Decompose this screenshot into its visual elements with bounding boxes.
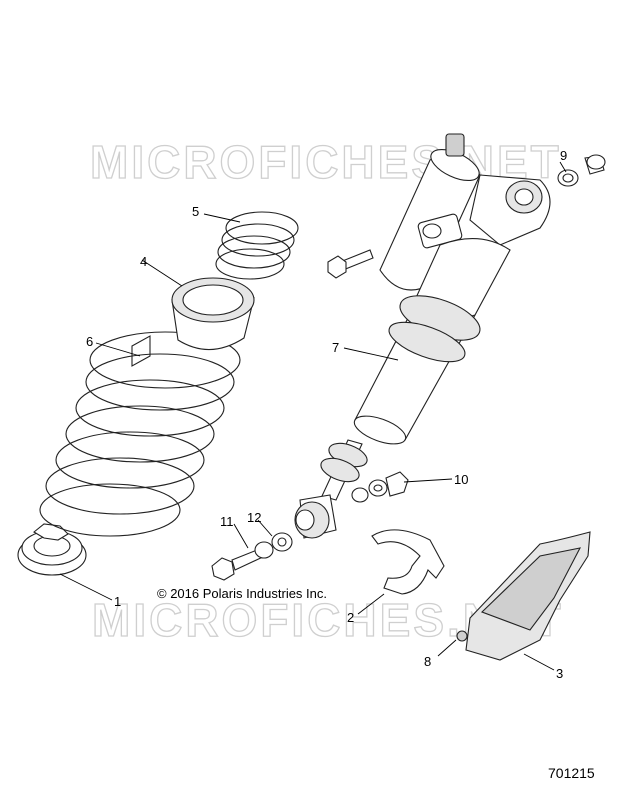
part-1-spring-retainer xyxy=(17,523,87,576)
part-7-shock-body xyxy=(294,133,551,539)
part-3-guard xyxy=(456,531,591,661)
callout-11: 11 xyxy=(220,514,234,529)
callout-1: 1 xyxy=(114,594,121,609)
illustration-number: 701215 xyxy=(548,765,595,781)
callout-7: 7 xyxy=(332,340,339,355)
callouts: 1 2 3 4 5 6 7 8 9 10 11 12 xyxy=(86,148,567,681)
part-4-spring-collar xyxy=(171,277,255,351)
callout-8: 8 xyxy=(424,654,431,669)
callout-10: 10 xyxy=(454,472,468,487)
part-9-bushing xyxy=(557,154,606,187)
part-2-clamp-bracket xyxy=(371,529,445,595)
callout-9: 9 xyxy=(560,148,567,163)
callout-12: 12 xyxy=(247,510,261,525)
callout-5: 5 xyxy=(192,204,199,219)
callout-2: 2 xyxy=(347,610,354,625)
callout-4: 4 xyxy=(140,254,147,269)
part-6-coil-spring xyxy=(39,331,241,537)
callout-3: 3 xyxy=(556,666,563,681)
part-12-washer xyxy=(254,532,293,559)
callout-6: 6 xyxy=(86,334,93,349)
upper-mount-bolt xyxy=(327,249,374,279)
leader-lines xyxy=(59,161,567,671)
part-5-crossover-spring xyxy=(215,211,299,280)
part-10-spacers xyxy=(351,471,409,503)
copyright-text: © 2016 Polaris Industries Inc. xyxy=(157,586,327,601)
